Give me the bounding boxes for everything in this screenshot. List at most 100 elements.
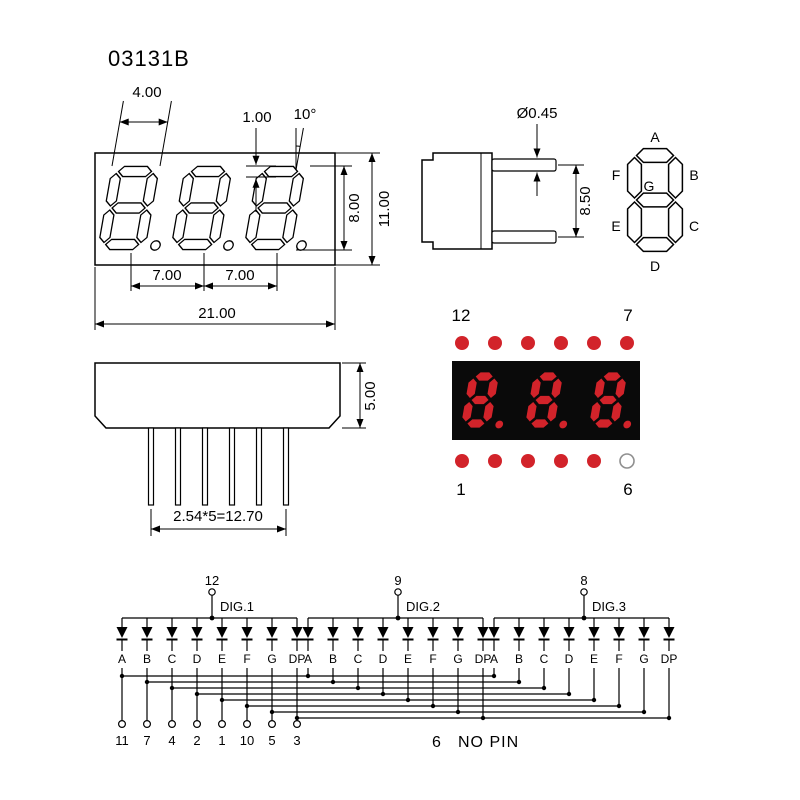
diode-icon [377,627,389,638]
digit-pin-number: 8 [580,573,587,588]
digit-segment [526,402,537,422]
dim-digit-pitch-left: 7.00 [152,267,181,284]
digit-segment [172,209,188,244]
pin-dot [488,454,502,468]
digit-segment [178,172,195,207]
segment-pin-terminal [193,719,202,728]
segment-name-label: G [453,652,462,666]
segment-name-label: DP [475,652,492,666]
junction-dot [430,703,436,709]
segment-pin-number: 11 [115,733,129,748]
diode-icon [452,627,464,638]
digit-segment [117,165,153,178]
junction-dot [119,673,125,679]
junction-dot [480,715,486,721]
digit-segment [282,209,298,244]
segment-name-label: B [143,652,151,666]
diode-icon [141,627,153,638]
diode-icon [477,627,489,638]
digit-segment [539,372,557,381]
bottom-view: 5.00 2.54*5=12.70 [94,362,379,536]
digit-pin-number: 12 [205,573,219,588]
digit-segment [250,238,286,251]
dim-body-width: 21.00 [198,305,236,322]
digit-segment [626,156,643,200]
digit-segment [462,402,473,422]
digit-segment [551,378,562,398]
segment-label-f: F [612,167,621,183]
dim-segment-width: 1.00 [242,109,271,126]
junction-dot [541,685,547,691]
digit-pin-terminal [208,588,216,596]
segment-pin-number: 10 [240,733,254,748]
segment-name-label: C [540,652,549,666]
diode-icon [241,627,253,638]
digit-segment [530,378,541,398]
pin [228,427,236,506]
segment-pin-number: 5 [268,733,275,748]
diode-icon [327,627,339,638]
digit-segment [531,419,549,428]
side-body-outline [421,152,493,250]
digit-segment [590,402,601,422]
digit-segment [142,172,159,207]
segment-name-label: F [429,652,436,666]
side-lead-bottom [491,230,557,244]
dim-pin-pitch-total: 2.54*5=12.70 [173,508,263,525]
segment-name-label: F [243,652,250,666]
angle-slant-line [295,127,304,171]
digit-segment [263,165,299,178]
pin [174,427,182,506]
pin [282,427,290,506]
front-view: 4.00 1.00 10° 8.00 11.00 7.00 7.00 [94,84,393,330]
no-pin-dot [619,453,635,469]
pin-dot [455,336,469,350]
dim-digit-width: 4.00 [132,84,161,101]
segment-name-label: A [490,652,498,666]
segment-name-label: A [304,652,312,666]
segment-name-label: E [590,652,598,666]
display-face-digits [462,372,632,429]
digit-segment [635,192,675,208]
seven-segment-digit [626,147,684,253]
dim-body-height: 11.00 [376,191,393,227]
pin-dot [554,336,568,350]
junction-dot [355,685,361,691]
bottom-body-outline [94,362,341,429]
segment-label-g: G [644,178,655,194]
digit-segment [105,172,122,207]
junction-dot [516,679,522,685]
pin-dot [554,454,568,468]
pin-number-bottom-right: 6 [623,480,632,499]
diode-icon [563,627,575,638]
diode-icon [191,627,203,638]
segment-name-label: B [329,652,337,666]
digit-segment [595,419,613,428]
digit-segment [483,402,494,422]
pin [201,427,209,506]
segment-diagram: A B C D E F G [611,129,699,274]
digit-segment [635,236,675,253]
junction-dot [641,709,647,715]
seven-segment-digit [462,372,504,429]
diode-icon [166,627,178,638]
pin-dot [587,454,601,468]
seven-segment-digit [99,165,161,251]
digit-segment [467,419,485,428]
segment-label-d: D [650,258,660,274]
digit-segment [136,209,152,244]
segment-pin-terminal [218,719,227,728]
diode-icon [402,627,414,638]
segment-pin-number: 3 [293,733,300,748]
side-lead-top [491,158,557,172]
segment-name-label: E [218,652,226,666]
side-view: Ø0.45 8.50 [421,105,594,250]
junction-dot [219,697,225,703]
dim-extension-line [159,100,172,167]
dim-pin-row-span: 8.50 [577,186,594,215]
digit-segment [104,238,140,251]
segment-pin-terminal [268,719,277,728]
seven-segment-digit [172,165,234,251]
